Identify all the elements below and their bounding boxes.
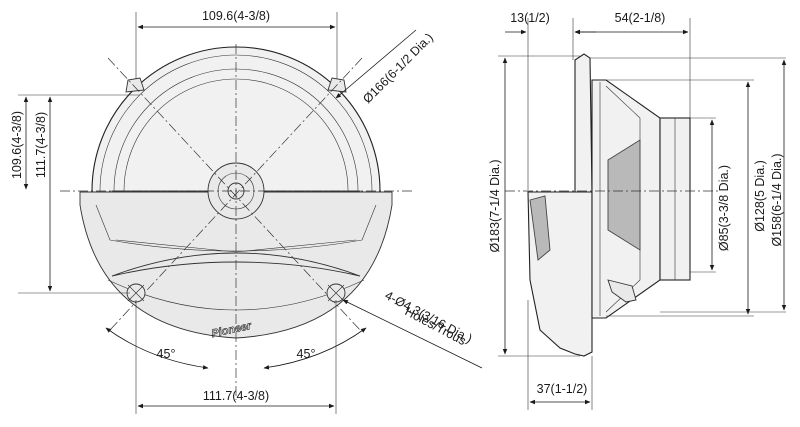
mounting-hole-right <box>326 283 346 303</box>
bottom-width-dimension: 111.7(4-3/8) <box>135 300 337 414</box>
top-flange-label: 13(1/2) <box>510 11 550 25</box>
side-view: 13(1/2) 54(2-1/8) <box>488 11 787 410</box>
angle-left-label: 45° <box>157 347 176 361</box>
diameter-dimension: Ø166(6-1/2 Dia.) <box>335 29 436 106</box>
left-height-b-label: 111.7(4-3/8) <box>34 112 48 178</box>
left-height-dimensions: 109.6(4-3/8) 111.7(4-3/8) <box>10 94 140 294</box>
side-top-dimensions: 13(1/2) 54(2-1/8) <box>505 11 691 190</box>
angle-dimensions: 45° 45° <box>105 327 367 370</box>
angle-right-label: 45° <box>297 347 316 361</box>
dia-128-label: Ø128(5 Dia.) <box>753 160 767 232</box>
bottom-depth-dimension: 37(1-1/2) <box>527 300 593 410</box>
holes-dimension: 4-Ø4.3(3/16 Dia.) Holes/Trous <box>342 288 483 369</box>
front-view: 109.6(4-3/8) <box>10 9 483 414</box>
top-width-label: 109.6(4-3/8) <box>202 9 270 23</box>
dia-158-label: Ø158(6-1/4 Dia.) <box>770 153 784 246</box>
height-183-dimension: Ø183(7-1/4 Dia.) <box>488 55 580 357</box>
bottom-width-label: 111.7(4-3/8) <box>203 389 269 403</box>
top-width-dimension: 109.6(4-3/8) <box>135 9 338 80</box>
left-height-a-label: 109.6(4-3/8) <box>10 111 24 179</box>
top-depth-label: 54(2-1/8) <box>615 11 666 25</box>
dia-85-label: Ø85(3-3/8 Dia.) <box>717 165 731 251</box>
side-body <box>505 53 720 357</box>
height-183-label: Ø183(7-1/4 Dia.) <box>488 159 502 252</box>
right-diameter-dimensions: Ø85(3-3/8 Dia.) Ø128(5 Dia.) Ø158(6-1/4 … <box>590 57 787 317</box>
bottom-depth-label: 37(1-1/2) <box>537 382 588 396</box>
